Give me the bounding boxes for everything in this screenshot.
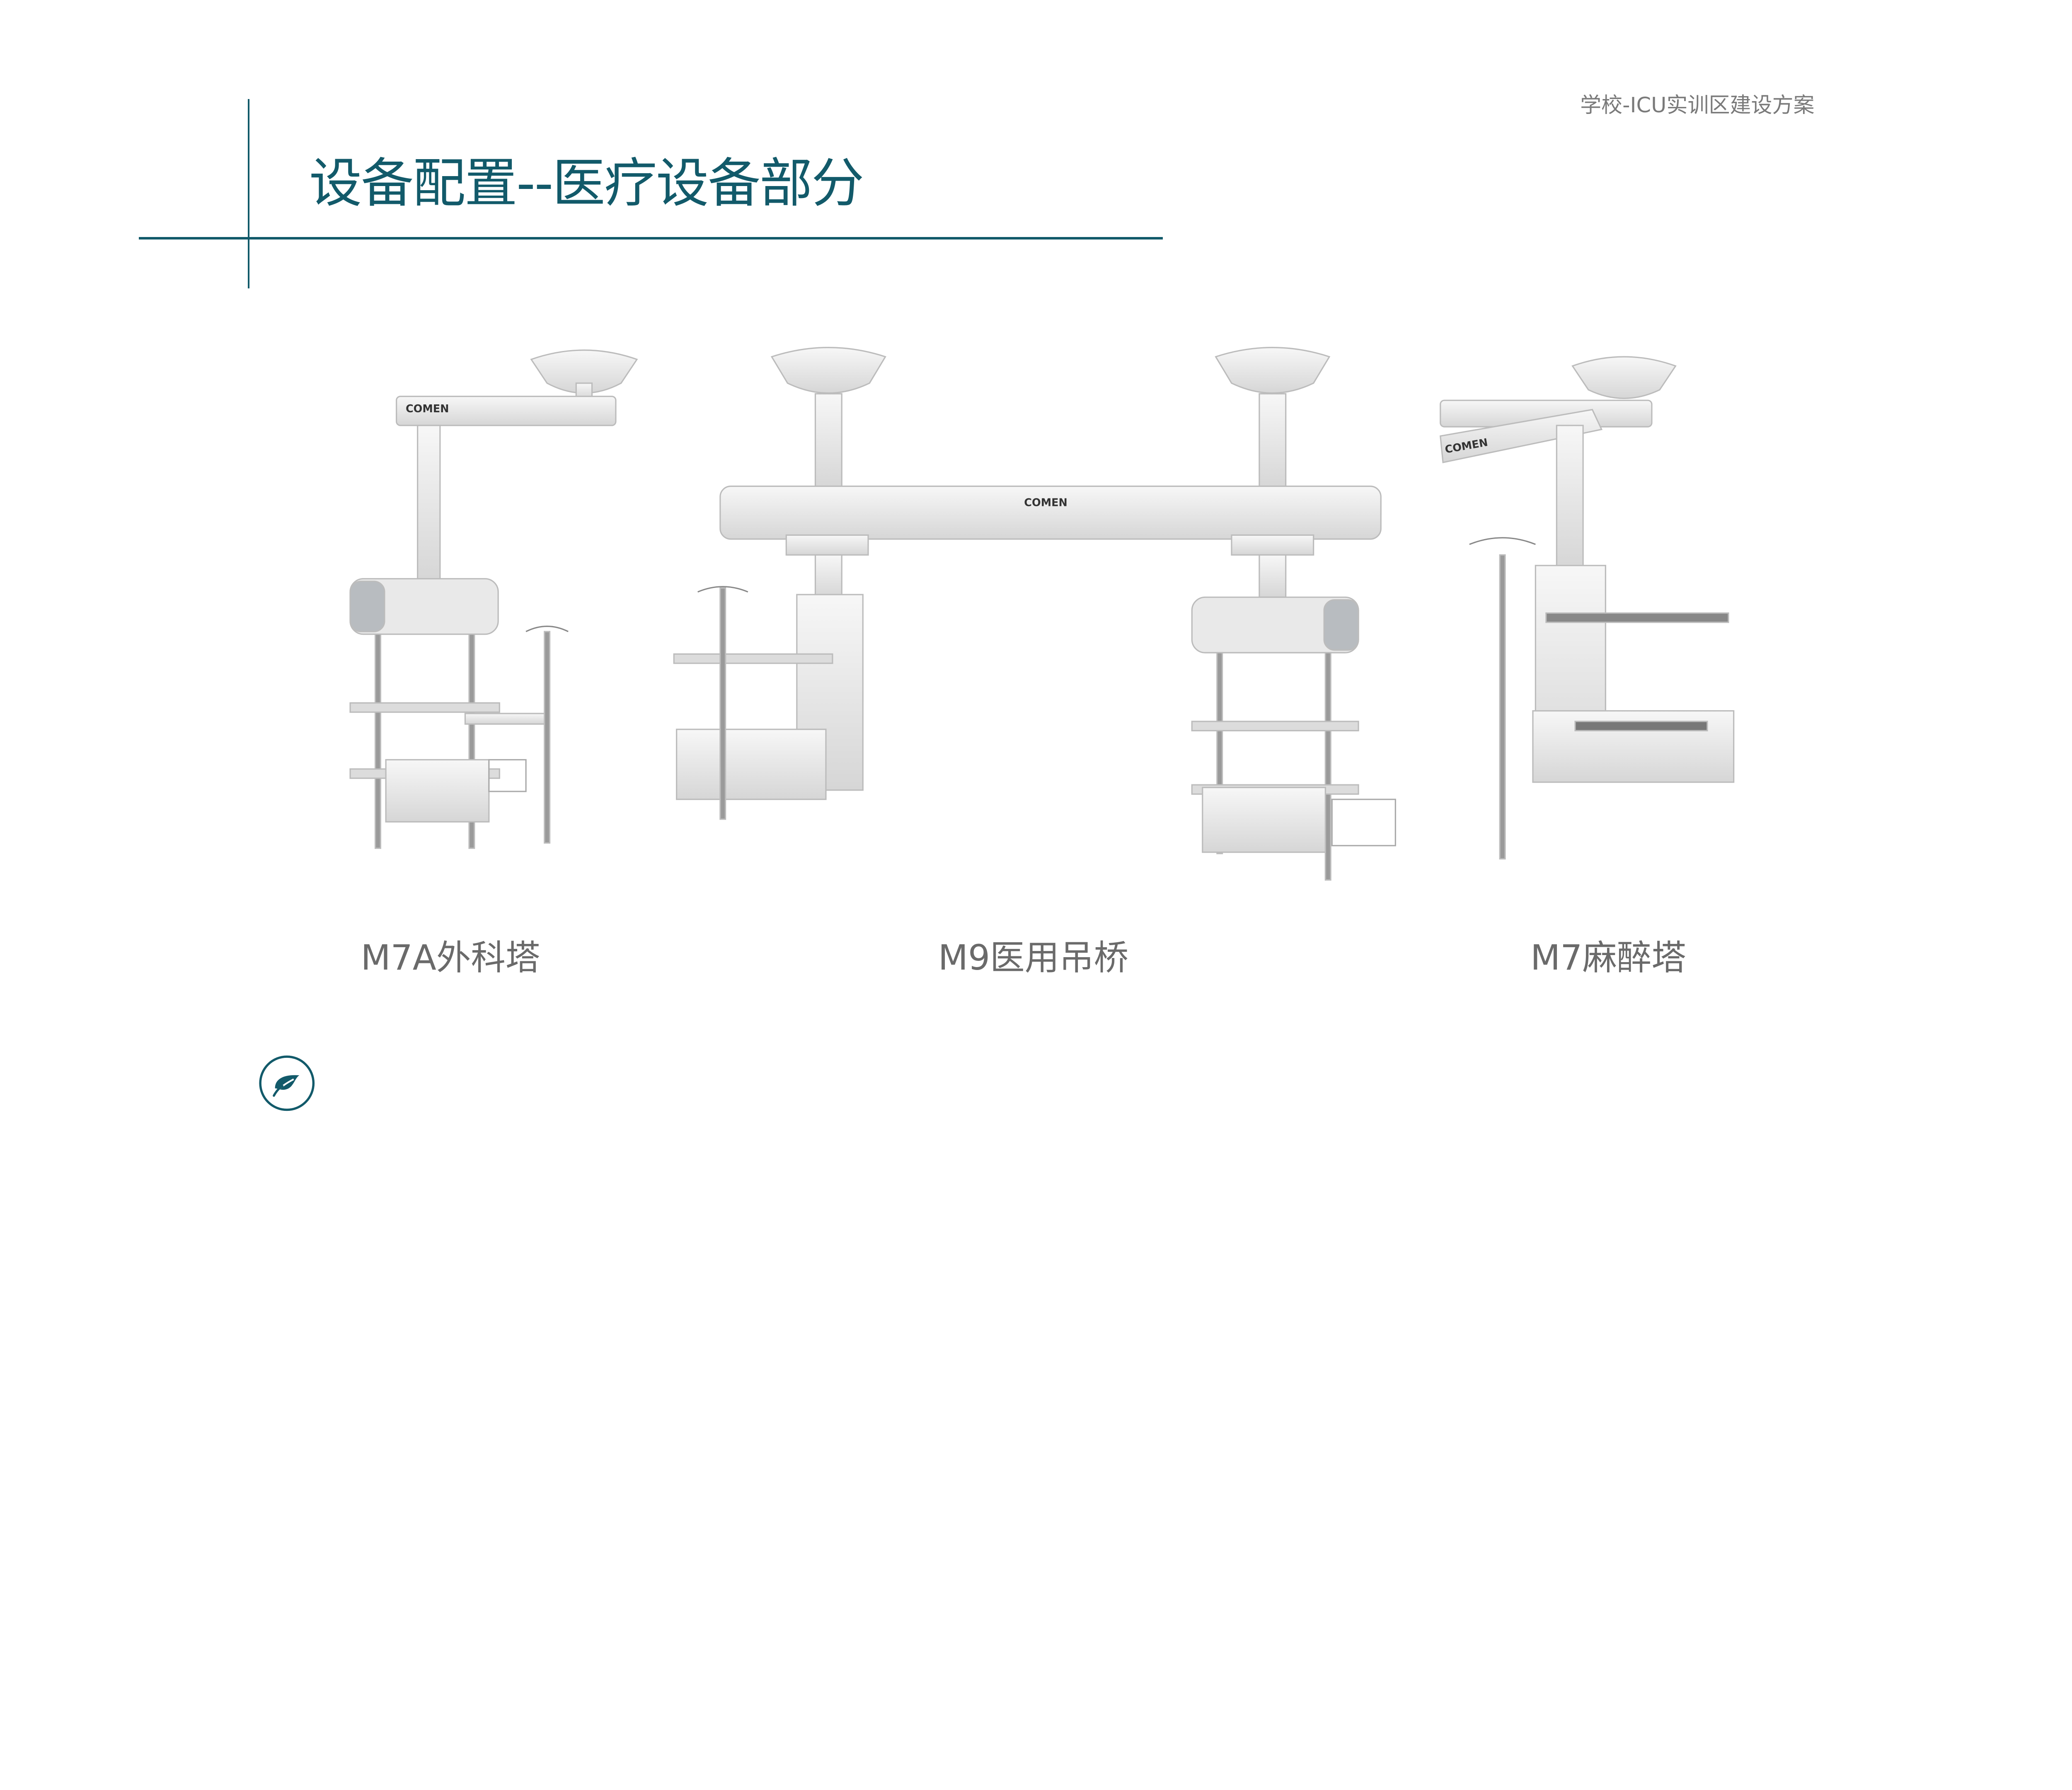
leaf-icon — [259, 1055, 315, 1111]
page-title: 设备配置--医疗设备部分 — [309, 152, 864, 214]
m9-brand-logo: COMEN — [1024, 496, 1067, 509]
vertical-divider — [247, 99, 249, 288]
m9-medical-bridge-image — [673, 347, 1396, 881]
page-subtitle: 学校-ICU实训区建设方案 — [1580, 93, 1815, 118]
product-label-m7a: M7A外科塔 — [361, 937, 540, 978]
m7-anesthesia-tower-image — [1440, 356, 1735, 860]
product-label-m7: M7麻醉塔 — [1530, 937, 1686, 978]
product-label-m9: M9医用吊桥 — [938, 937, 1129, 978]
m7a-surgical-tower-image — [349, 349, 638, 849]
m7a-brand-logo: COMEN — [406, 403, 449, 415]
title-underline — [138, 237, 1163, 239]
equipment-illustrations: COMEN COMEN COMEN — [349, 347, 1735, 881]
